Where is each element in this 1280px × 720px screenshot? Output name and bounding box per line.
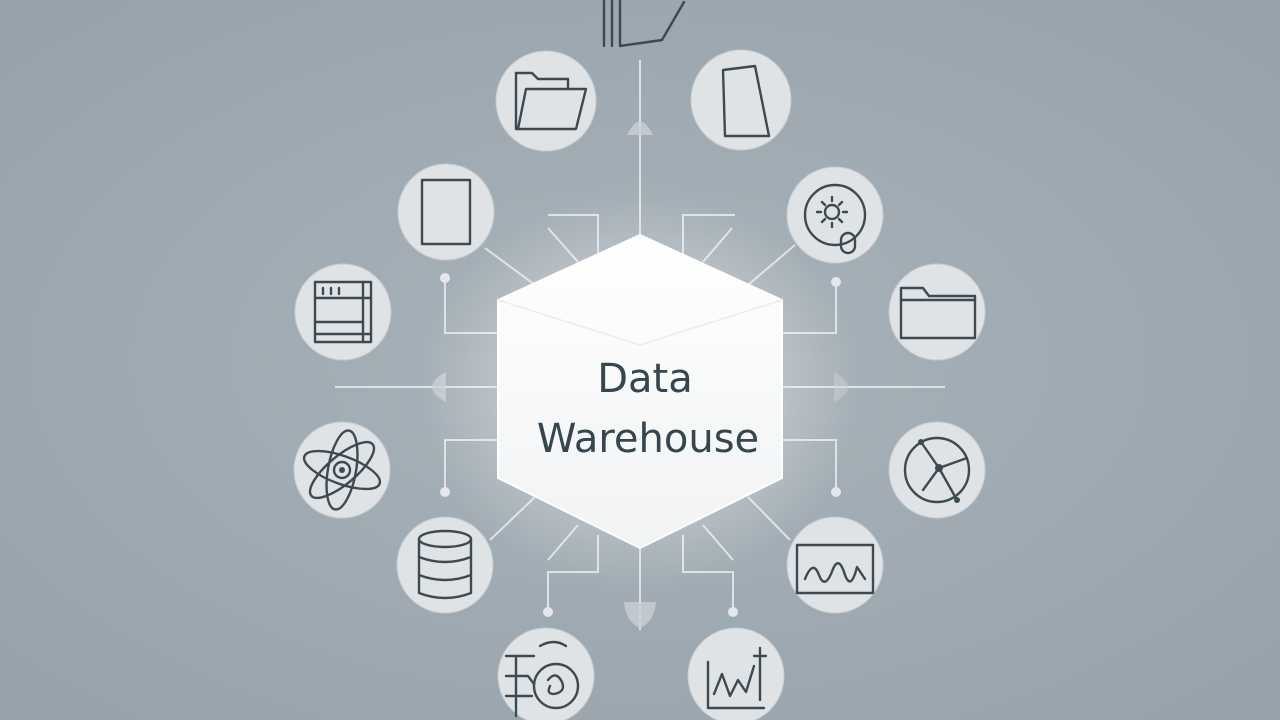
atom-icon: [302, 429, 382, 511]
icon-node-tools: [497, 627, 595, 720]
arrow-down-marker: [624, 602, 656, 628]
icon-node-atom: [293, 421, 391, 519]
document-brush-icon: [721, 64, 771, 138]
icon-node-settings: [786, 166, 884, 264]
chart-wave-icon: [795, 543, 875, 595]
icon-node-top: [602, 0, 686, 48]
hub-node: Data Warehouse: [420, 190, 860, 590]
icon-node-database: [396, 516, 494, 614]
connector-dot: [543, 607, 553, 617]
icon-node-document: [397, 163, 495, 261]
connector-dot: [831, 487, 841, 497]
folder-icon: [514, 71, 588, 131]
connector-dot: [728, 607, 738, 617]
line-chart-icon: [706, 646, 768, 710]
settings-gear-icon: [803, 183, 867, 255]
icon-node-chart-wave: [786, 516, 884, 614]
arrow-up-marker: [627, 121, 653, 135]
file-folder-top-icon: [602, 0, 686, 48]
folder-right-icon: [899, 286, 977, 340]
hub-title-line2: Warehouse: [537, 416, 759, 462]
globe-network-icon: [903, 436, 971, 504]
icon-node-globe: [888, 421, 986, 519]
icon-node-document-brush: [690, 49, 792, 151]
hub-edge: [497, 299, 783, 346]
hub-title-line1: Data: [597, 356, 693, 402]
connector-dot: [440, 273, 450, 283]
connector-dot: [440, 487, 450, 497]
database-icon: [417, 529, 473, 600]
icon-node-folder-right: [888, 263, 986, 361]
connector-dot: [831, 277, 841, 287]
document-icon: [420, 178, 472, 246]
icon-node-line-chart: [687, 627, 785, 720]
form-document-icon: [313, 280, 373, 344]
icon-node-folder: [495, 50, 597, 152]
tools-disk-icon: [504, 640, 580, 718]
icon-node-form: [294, 263, 392, 361]
